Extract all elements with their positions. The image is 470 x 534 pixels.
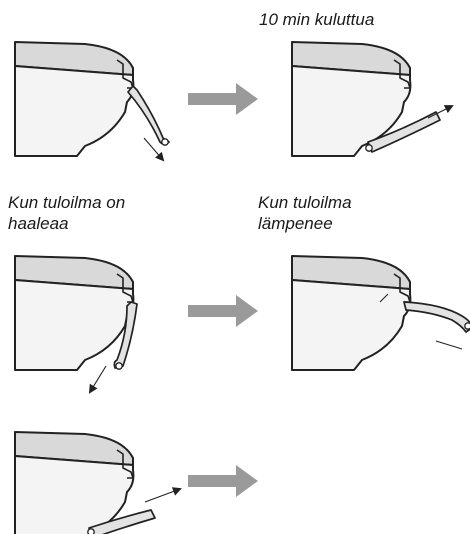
airflow-arrow-icon [435, 340, 463, 350]
airflow-arrow-icon [88, 365, 107, 394]
unit-row1-start [14, 41, 170, 157]
transition-arrow-icon [188, 83, 258, 115]
unit-row1-end [291, 41, 441, 157]
label-after-10-min: 10 min kuluttua [259, 10, 375, 29]
transition-arrow-icon [188, 465, 258, 497]
label-supply-warming: Kun tuloilma lämpenee [258, 193, 352, 233]
louver-flap [365, 111, 441, 153]
transition-arrow-icon [188, 295, 258, 327]
louver-flap [127, 85, 170, 146]
airflow-arrow-icon [144, 487, 182, 503]
airflow-arrow-icon [143, 137, 165, 162]
louver-flap [403, 301, 470, 333]
louver-flap [113, 301, 138, 370]
unit-row2-end [291, 255, 470, 371]
unit-row3-start [14, 431, 156, 534]
label-supply-lukewarm: Kun tuloilma on haaleaa [8, 193, 126, 233]
airflow-arrow-icon [427, 105, 454, 119]
unit-row2-start [14, 255, 138, 371]
